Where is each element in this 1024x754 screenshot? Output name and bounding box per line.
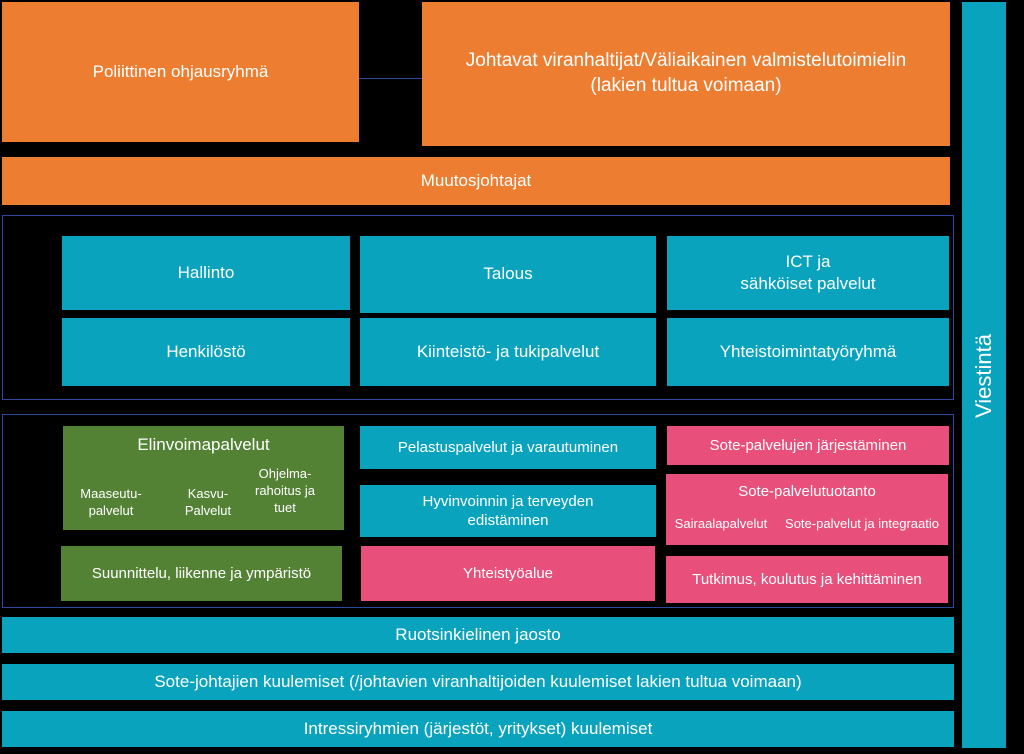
sairaala-label: Sairaalapalvelut [674, 516, 768, 531]
ohjelma-label: Ohjelma-rahoitus ja tuet [255, 466, 315, 515]
henkilosto-box: Henkilöstö [62, 318, 350, 386]
yhteistoiminta-box: Yhteistoimintatyöryhmä [667, 318, 949, 386]
talous-box: Talous [360, 236, 656, 313]
maaseutu-label: Maaseutu-palvelut [80, 486, 142, 518]
ruotsinkielinen-bar: Ruotsinkielinen jaosto [2, 617, 954, 653]
kasvu-label: Kasvu-Palvelut [184, 486, 232, 518]
change-leaders-bar: Muutosjohtajat [2, 157, 950, 205]
hallinto-box: Hallinto [62, 236, 350, 310]
sote-tuotanto-title: Sote-palvelutuotanto [738, 483, 876, 500]
elinvoima-title: Elinvoimapalvelut [137, 435, 270, 454]
elinvoima-box: Elinvoimapalvelut Maaseutu-palvelut Kasv… [63, 426, 344, 530]
yhteistyoalue-box: Yhteistyöalue [361, 546, 655, 601]
viestinta-label: Viestintä [971, 334, 996, 418]
sote-johtajat-bar: Sote-johtajien kuulemiset (/johtavien vi… [2, 664, 954, 700]
leading-officials-box: Johtavat viranhaltijat/Väliaikainen valm… [422, 2, 950, 146]
suunnittelu-box: Suunnittelu, liikenne ja ympäristö [61, 546, 342, 601]
ict-box: ICT ja sähköiset palvelut [667, 236, 949, 310]
sote-tuotanto-box: Sote-palvelutuotanto Sairaalapalvelut So… [666, 474, 948, 545]
services-frame [2, 414, 954, 608]
intressi-bar: Intressiryhmien (järjestöt, yritykset) k… [2, 711, 954, 747]
ict-line2: sähköiset palvelut [740, 274, 876, 293]
political-steering-group: Poliittinen ohjausryhmä [2, 2, 359, 142]
pelastus-box: Pelastuspalvelut ja varautuminen [360, 426, 656, 469]
viestinta-bar [962, 2, 1006, 748]
connector-line [359, 78, 422, 79]
kiinteisto-box: Kiinteistö- ja tukipalvelut [360, 318, 656, 386]
sote-jarjestaminen-box: Sote-palvelujen järjestäminen [667, 426, 949, 465]
integraatio-label: Sote-palvelut ja integraatio [785, 516, 939, 531]
tutkimus-box: Tutkimus, koulutus ja kehittäminen [666, 556, 948, 603]
hyvinvointi-box: Hyvinvoinnin ja terveyden edistäminen [360, 485, 656, 537]
ict-line1: ICT ja [785, 251, 831, 271]
support-services-frame [2, 215, 954, 400]
